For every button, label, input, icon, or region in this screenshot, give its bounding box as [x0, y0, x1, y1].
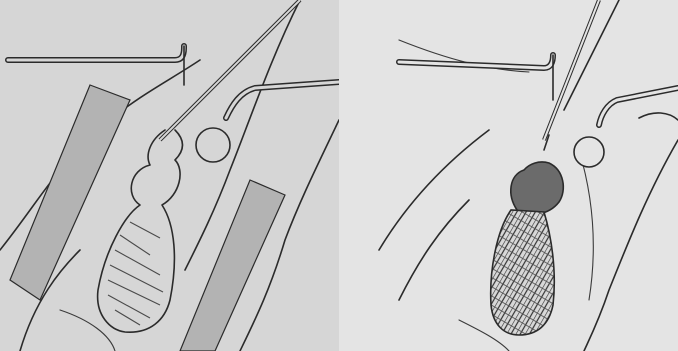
right-panel — [339, 0, 678, 351]
left-small-circle — [196, 128, 230, 162]
left-drawing — [0, 0, 339, 351]
left-background — [0, 0, 339, 351]
left-panel — [0, 0, 339, 351]
right-small-circle — [574, 137, 604, 167]
right-drawing — [339, 0, 678, 351]
